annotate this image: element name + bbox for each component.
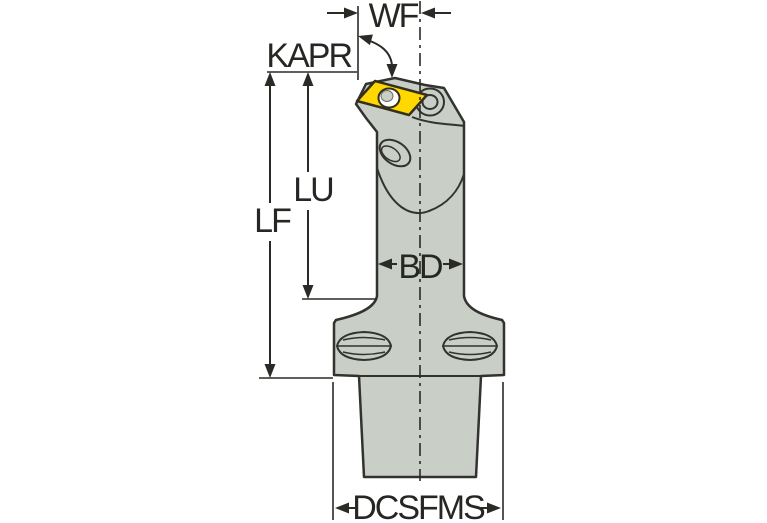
dimension-wf: WF (327, 0, 451, 80)
label-kapr: KAPR (266, 37, 351, 75)
label-dcsfms: DCSFMS (352, 489, 485, 523)
head-side-slot (378, 138, 412, 168)
head-top-face-edge (411, 116, 465, 127)
flange-slot-left (335, 330, 393, 362)
label-wf: WF (369, 0, 419, 35)
dimension-lu: LU (293, 72, 376, 300)
cutting-insert (355, 79, 429, 117)
label-lu: LU (293, 171, 332, 209)
insert-hole-inner (380, 90, 394, 102)
tool-body-silhouette (332, 76, 506, 479)
dimension-lf: LF (254, 72, 333, 379)
flange-slot-right (441, 330, 499, 362)
dimension-dcsfms: DCSFMS (332, 382, 504, 523)
head-pocket-curve (376, 167, 465, 215)
dimension-bd: BD (378, 248, 463, 286)
label-lf: LF (254, 202, 291, 240)
label-bd: BD (398, 248, 442, 286)
dimension-kapr: KAPR (266, 34, 398, 78)
